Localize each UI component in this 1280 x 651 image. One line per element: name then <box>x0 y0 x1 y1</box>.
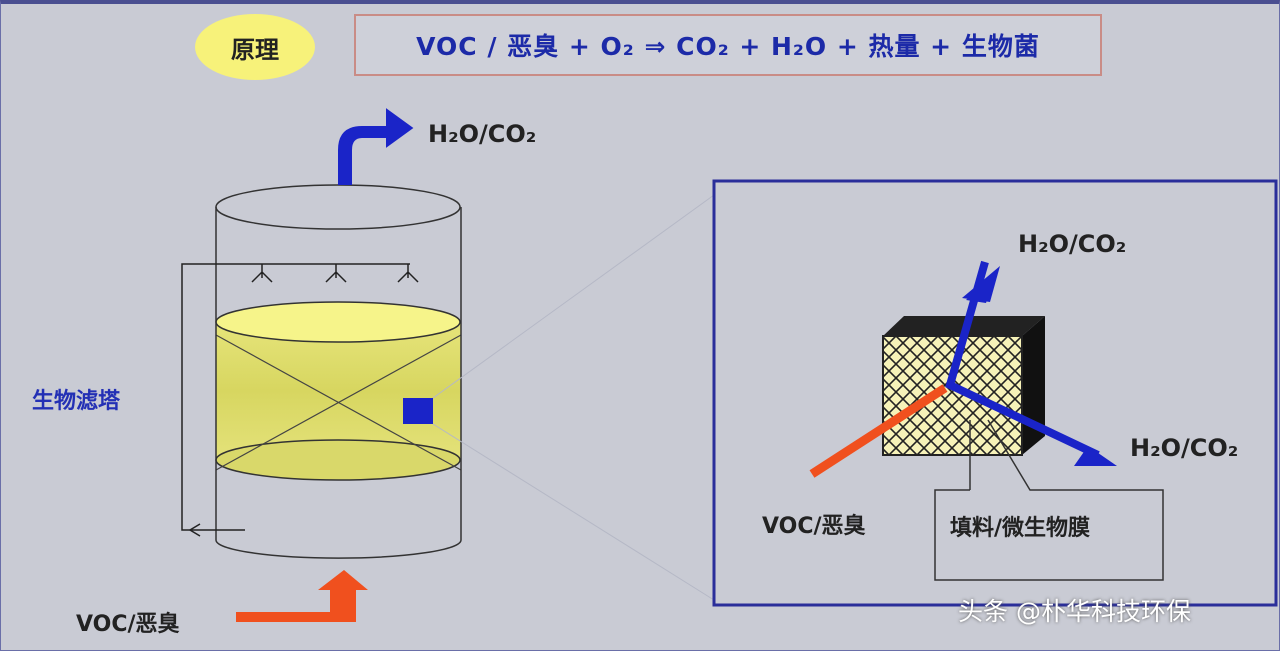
media-sample-square <box>403 398 433 424</box>
detail-outlet-top-label: H₂O/CO₂ <box>1018 230 1127 258</box>
inlet-arrow-icon <box>236 570 368 622</box>
principle-badge: 原理 <box>195 14 315 80</box>
zoom-guide-lines <box>432 194 715 601</box>
bio-tower <box>215 184 462 559</box>
tower-outlet-label: H₂O/CO₂ <box>428 120 537 148</box>
callout-lines <box>934 419 1164 581</box>
watermark: 头条 @朴华科技环保 <box>958 597 1191 626</box>
detail-inset-box <box>712 179 1278 607</box>
media-label: 填料/微生物膜 <box>950 516 1091 541</box>
outlet-arrow-icon <box>338 108 414 185</box>
voc-inflow-arrow <box>809 384 948 478</box>
recirculation-pipe <box>181 263 419 537</box>
tower-label: 生物滤塔 <box>32 389 121 414</box>
detail-inlet-label: VOC/恶臭 <box>762 514 866 539</box>
reaction-formula: VOC / 恶臭 + O₂ ⇒ CO₂ + H₂O + 热量 + 生物菌 <box>354 14 1102 76</box>
tower-inlet-label: VOC/恶臭 <box>76 612 180 637</box>
outflow-arrows-icon <box>945 260 1117 466</box>
detail-outlet-right-label: H₂O/CO₂ <box>1130 434 1239 462</box>
